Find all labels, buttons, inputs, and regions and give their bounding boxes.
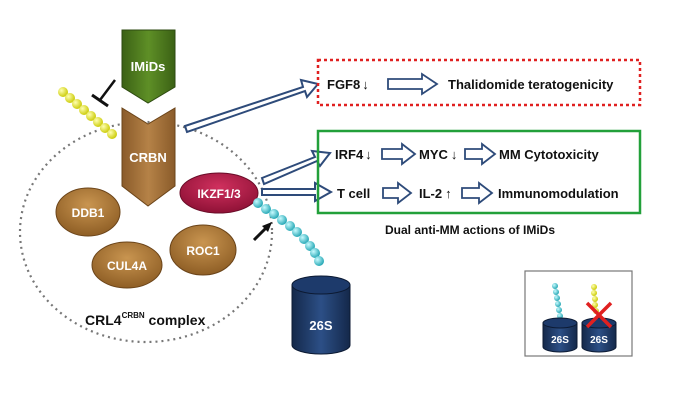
- crbn-label: CRBN: [129, 150, 167, 165]
- inset-26s-b-label: 26S: [590, 335, 608, 346]
- tcell-label: T cell: [337, 186, 370, 201]
- hollow-arrow-il2-immunomodulation: [461, 181, 494, 205]
- imids-label: IMiDs: [131, 59, 166, 74]
- black-arrow-icon: [252, 222, 272, 242]
- hollow-arrow-to-irf4: [260, 149, 332, 186]
- teratogenicity-box: [316, 58, 642, 107]
- crl4-complex-boundary: [18, 120, 274, 344]
- teratogenicity-label: Thalidomide teratogenicity: [448, 77, 614, 92]
- inset-cyan-chain: [552, 283, 563, 319]
- proteasome-label: 26S: [309, 318, 332, 333]
- red-x-icon: [585, 301, 613, 329]
- hollow-arrow-fgf8-teratogenicity: [387, 72, 439, 96]
- ikzf-shape: [179, 172, 259, 214]
- cul4a-label: CUL4A: [107, 259, 147, 273]
- cytotoxicity-label: MM Cytotoxicity: [499, 147, 599, 162]
- inset-proteasome-a: [542, 317, 578, 353]
- fgf8-label: FGF8↓: [327, 77, 369, 92]
- proteasome-26s: [291, 275, 351, 355]
- inhibition-bar-icon: [91, 79, 116, 108]
- imids-shape: [121, 29, 176, 104]
- complex-label: CRL4CRBN complex: [85, 311, 206, 328]
- dual-action-box: [316, 129, 642, 215]
- hollow-arrow-tcell-il2: [382, 181, 413, 205]
- cul4a-shape: [91, 241, 163, 289]
- yellow-ubiquitin-chain: [58, 87, 117, 139]
- roc1-label: ROC1: [186, 244, 220, 258]
- ddb1-shape: [55, 187, 121, 237]
- hollow-arrow-myc-cytotoxicity: [464, 142, 497, 166]
- inset-26s-a-label: 26S: [551, 335, 569, 346]
- hollow-arrow-to-tcell: [261, 181, 334, 203]
- irf4-label: IRF4↓: [335, 147, 372, 162]
- hollow-arrow-irf4-myc: [381, 142, 417, 166]
- myc-label: MYC↓: [419, 147, 457, 162]
- ikzf-label: IKZF1/3: [197, 187, 241, 201]
- roc1-shape: [169, 224, 237, 276]
- cyan-ubiquitin-chain: [253, 198, 324, 266]
- il2-label: IL-2↑: [419, 186, 452, 201]
- ddb1-label: DDB1: [72, 206, 105, 220]
- hollow-arrow-to-fgf8: [183, 78, 320, 134]
- crbn-shape: [121, 107, 176, 207]
- immunomodulation-label: Immunomodulation: [498, 186, 619, 201]
- dual-caption: Dual anti-MM actions of IMiDs: [385, 223, 555, 237]
